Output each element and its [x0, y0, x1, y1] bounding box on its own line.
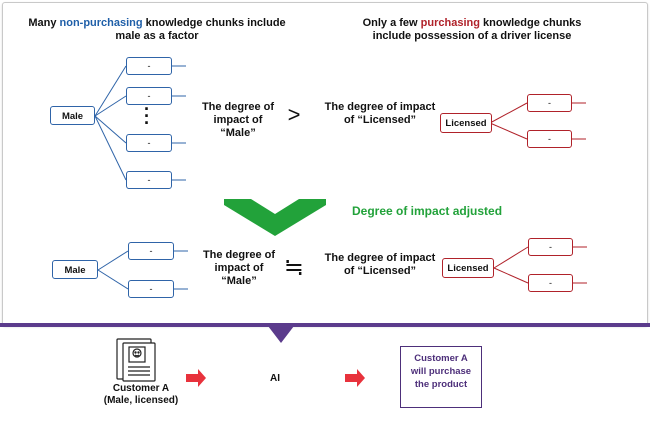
upper-compare-left-line2: impact of “Male” — [213, 114, 263, 139]
lower-left-root-node: Male — [52, 260, 98, 279]
red-arrow-right-icon — [345, 369, 365, 387]
top-left-heading-post: knowledge chunks include — [142, 17, 286, 29]
red-arrow-left-icon — [186, 369, 206, 387]
conn-lower-left-1 — [97, 250, 129, 271]
conn-lower-left-2 — [97, 269, 129, 290]
upper-compare-left: The degree of impact of “Male” — [195, 101, 281, 140]
customer-label-line1: Customer A — [112, 383, 170, 394]
lower-compare-left-line1: The degree of — [202, 249, 276, 261]
conn-upper-left-4 — [94, 115, 127, 181]
conn-upper-left-3 — [94, 115, 127, 144]
top-left-heading-line2: male as a factor — [115, 30, 199, 42]
lower-right-leaf-1: - — [528, 238, 573, 256]
conn-upper-left-1 — [94, 65, 127, 117]
lower-compare-right-line1: The degree of impact — [324, 252, 436, 264]
top-right-heading-pre: Only a few — [362, 17, 421, 29]
conn-upper-right-1 — [489, 102, 528, 124]
customer-label: Customer A (Male, licensed) — [96, 383, 186, 407]
lower-left-leaf-2: - — [128, 280, 174, 298]
adjust-label: Degree of impact adjusted — [352, 204, 503, 218]
upper-right-leaf-1: - — [527, 94, 572, 112]
upper-compare-right-line2: of “Licensed” — [343, 114, 417, 126]
lower-compare-operator: ≒ — [283, 254, 305, 281]
customer-document-icon — [116, 338, 156, 382]
result-line1: Customer A — [414, 353, 468, 364]
prediction-result-box: Customer A will purchase the product — [400, 346, 482, 408]
upper-compare-left-line1: The degree of — [201, 101, 275, 113]
upper-left-leaf-2: - — [126, 87, 172, 105]
conn-lower-right-2 — [493, 267, 529, 284]
lower-compare-left: The degree of impact of “Male” — [197, 249, 281, 288]
customer-label-line2: (Male, licensed) — [103, 395, 179, 406]
ellipsis-dots: ··· — [144, 99, 150, 133]
conn-lower-right-1 — [493, 246, 529, 269]
top-right-heading-highlight: purchasing — [420, 17, 480, 29]
ai-label: AI — [270, 373, 280, 384]
upper-compare-right-line1: The degree of impact — [324, 101, 436, 113]
divider-bar — [0, 323, 650, 327]
upper-left-leaf-1: - — [126, 57, 172, 75]
top-right-heading-post: knowledge chunks — [479, 17, 582, 29]
upper-right-root-node: Licensed — [440, 113, 492, 133]
upper-left-leaf-3: - — [126, 134, 172, 152]
lower-compare-right: The degree of impact of “Licensed” — [322, 252, 438, 278]
upper-panel — [2, 2, 648, 326]
purple-triangle-icon — [268, 326, 294, 343]
lower-compare-left-line2: impact of — [214, 262, 264, 274]
lower-right-leaf-2: - — [528, 274, 573, 292]
top-left-heading: Many non-purchasing knowledge chunks inc… — [22, 17, 292, 43]
green-chevron-icon — [224, 199, 326, 236]
upper-left-leaf-4: - — [126, 171, 172, 189]
lower-left-leaf-1: - — [128, 242, 174, 260]
result-line3: the product — [414, 379, 468, 390]
lower-compare-left-line3: “Male” — [221, 275, 257, 287]
result-line2: will purchase — [410, 366, 472, 377]
top-right-heading: Only a few purchasing knowledge chunks i… — [330, 17, 614, 43]
top-left-heading-highlight: non-purchasing — [59, 17, 143, 29]
lower-right-root-node: Licensed — [442, 258, 494, 278]
upper-compare-right: The degree of impact of “Licensed” — [322, 101, 438, 127]
upper-compare-operator: > — [287, 102, 301, 127]
lower-compare-right-line2: of “Licensed” — [343, 265, 417, 277]
conn-upper-left-2 — [94, 95, 127, 117]
upper-right-leaf-2: - — [527, 130, 572, 148]
upper-left-root-node: Male — [50, 106, 95, 125]
top-right-heading-line2: include possession of a driver license — [372, 30, 572, 42]
top-left-heading-pre: Many — [28, 17, 60, 29]
conn-upper-right-2 — [489, 122, 528, 140]
